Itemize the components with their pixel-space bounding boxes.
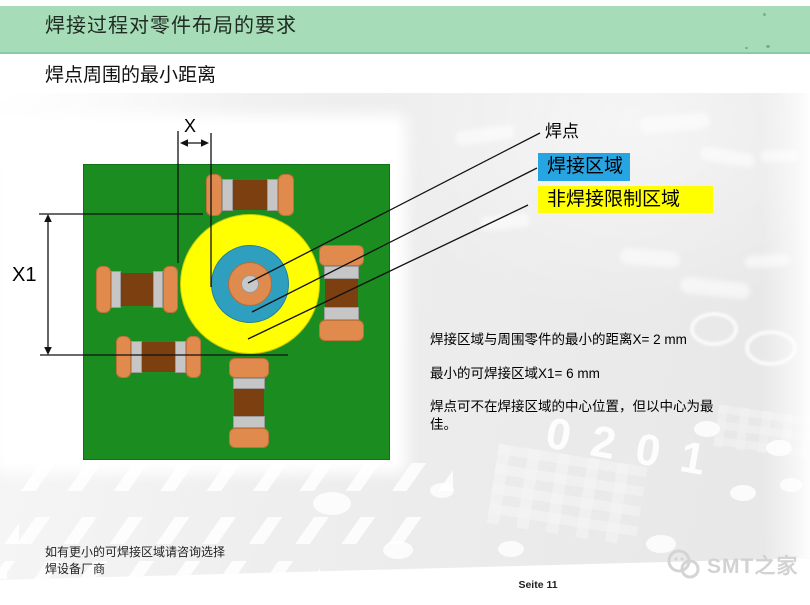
pcb-photo-ring xyxy=(745,330,797,366)
pcb-photo-ring xyxy=(690,312,738,346)
smt-watermark: SMT之家 xyxy=(664,547,798,583)
legend-solder-point-label: 焊点 xyxy=(545,122,579,141)
page-header-title: 焊接过程对零件布局的要求 xyxy=(45,15,297,37)
component-terminal xyxy=(174,340,186,374)
pcb-photo-pad-blob xyxy=(639,111,711,135)
note-min-area: 最小的可焊接区域X1= 6 mm xyxy=(430,365,600,381)
component-terminal xyxy=(152,271,164,308)
smt-watermark-text: SMT之家 xyxy=(707,555,799,578)
pcb-photo-pad-blob xyxy=(760,150,800,162)
chip-component-top xyxy=(206,174,294,216)
note-center-position: 焊点可不在焊接区域的中心位置，但以中心为最佳。 xyxy=(430,399,714,432)
wechat-logo-icon xyxy=(667,549,700,579)
pcb-photo-pad-blob xyxy=(479,212,531,232)
solder-point-circle xyxy=(241,275,259,293)
component-pad xyxy=(185,336,201,378)
legend-solder-zone-label: 焊接区域 xyxy=(538,153,630,181)
header-bar xyxy=(0,6,810,54)
component-terminal xyxy=(233,416,265,429)
component-pad xyxy=(116,336,132,378)
pcb-board xyxy=(83,164,390,460)
dim-x1-label: X1 xyxy=(12,264,37,286)
pcb-photo-via xyxy=(780,478,802,492)
component-body xyxy=(142,341,175,373)
legend-restricted-zone-label: 非焊接限制区域 xyxy=(538,186,713,213)
pcb-photo-pad-blob xyxy=(699,145,756,169)
pcb-photo-via xyxy=(313,492,351,515)
dim-x-label: X xyxy=(184,116,197,136)
slide-subtitle: 焊点周围的最小距离 xyxy=(45,65,217,86)
component-pad xyxy=(96,266,111,313)
chip-component-right xyxy=(319,245,364,341)
footer-note: 如有更小的可焊接区域请咨询选择 焊设备厂商 xyxy=(45,544,225,578)
component-terminal xyxy=(131,340,143,374)
pcb-photo-via xyxy=(766,440,792,456)
component-body xyxy=(234,389,264,417)
pcb-photo-pad-blob xyxy=(679,276,751,300)
component-pad xyxy=(278,174,294,216)
chip-component-left xyxy=(96,266,178,313)
pcb-photo-pad-blob xyxy=(619,247,681,269)
notes-block: 焊接区域与周围零件的最小的距离X= 2 mm 最小的可焊接区域X1= 6 mm … xyxy=(430,331,760,449)
pcb-photo-via xyxy=(646,535,676,553)
footer-note-line2: 焊设备厂商 xyxy=(45,561,106,576)
component-terminal xyxy=(233,377,265,390)
component-terminal xyxy=(323,307,360,320)
component-terminal xyxy=(110,271,122,308)
pcb-photo-via xyxy=(383,541,413,559)
component-body xyxy=(324,278,359,308)
component-pad xyxy=(319,319,364,341)
component-pad xyxy=(319,245,364,267)
component-terminal xyxy=(221,178,234,212)
pcb-photo-via xyxy=(498,541,524,557)
component-pad xyxy=(163,266,178,313)
pcb-photo-pad-blob xyxy=(744,253,791,269)
component-terminal xyxy=(323,266,360,279)
pcb-photo-via xyxy=(694,421,720,437)
note-min-distance: 焊接区域与周围零件的最小的距离X= 2 mm xyxy=(430,332,687,347)
chip-component-bottom-left xyxy=(116,336,201,378)
component-body xyxy=(233,179,267,211)
pcb-photo-via xyxy=(730,485,756,501)
component-pad xyxy=(229,358,269,378)
noise-speck xyxy=(766,45,770,48)
noise-speck xyxy=(763,13,766,16)
page-number: Seite 11 xyxy=(518,579,558,591)
component-pad xyxy=(206,174,222,216)
chip-component-bottom-center xyxy=(229,358,269,448)
component-pad xyxy=(229,428,269,448)
footer-note-line1: 如有更小的可焊接区域请咨询选择 xyxy=(45,545,226,559)
pcb-photo-via xyxy=(430,483,454,498)
component-body xyxy=(121,272,153,307)
noise-speck xyxy=(745,47,748,49)
pcb-photo-stripes xyxy=(8,463,453,491)
pcb-photo-stripes xyxy=(0,517,430,544)
component-terminal xyxy=(266,178,279,212)
pcb-photo-pad-blob xyxy=(454,123,516,147)
